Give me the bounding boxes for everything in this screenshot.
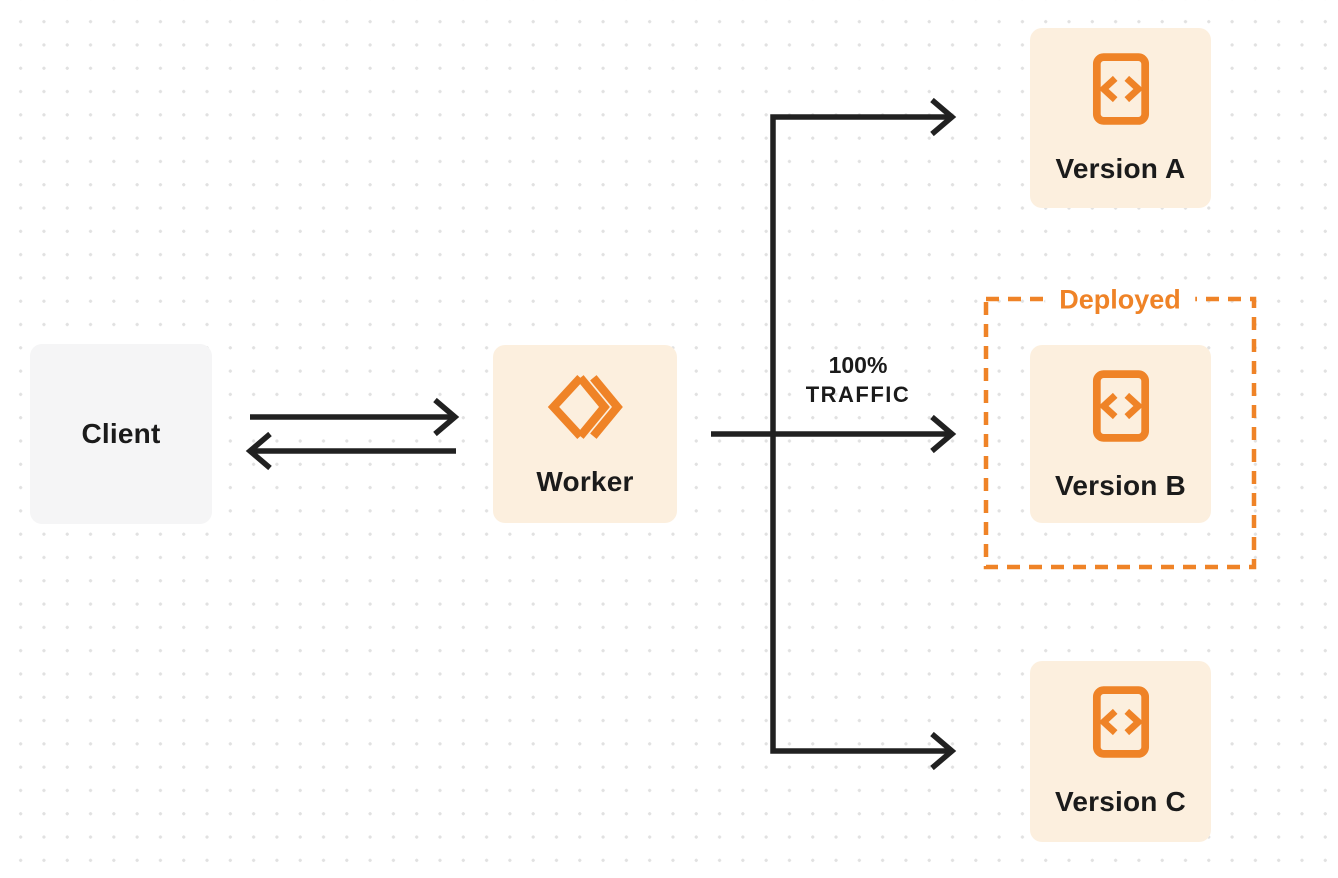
node-version-c: Version C <box>1030 661 1211 842</box>
traffic-caption-text: TRAFFIC <box>805 381 911 407</box>
arrowhead-left-icon <box>245 431 272 471</box>
node-version-b: Version B <box>1030 345 1211 523</box>
version-c-label: Version C <box>1055 786 1186 817</box>
deployed-label: Deployed <box>1045 283 1195 317</box>
arrowhead-right-icon <box>433 397 460 437</box>
version-b-label: Version B <box>1055 470 1186 501</box>
code-file-icon <box>1092 53 1149 125</box>
node-worker: Worker <box>493 345 677 523</box>
traffic-annotation: 100% TRAFFIC <box>806 351 911 409</box>
code-file-icon <box>1092 686 1149 758</box>
arrowhead-version-a-icon <box>930 97 957 137</box>
version-a-label: Version A <box>1055 153 1186 184</box>
client-label: Client <box>81 418 161 449</box>
worker-label: Worker <box>536 466 634 497</box>
node-version-a: Version A <box>1030 28 1211 208</box>
arrowhead-version-c-icon <box>930 731 957 771</box>
node-client: Client <box>30 344 212 524</box>
workers-logo-icon <box>547 374 623 439</box>
traffic-percent-text: 100% <box>828 352 888 378</box>
arrowhead-version-b-icon <box>930 414 957 454</box>
code-file-icon <box>1092 370 1149 442</box>
